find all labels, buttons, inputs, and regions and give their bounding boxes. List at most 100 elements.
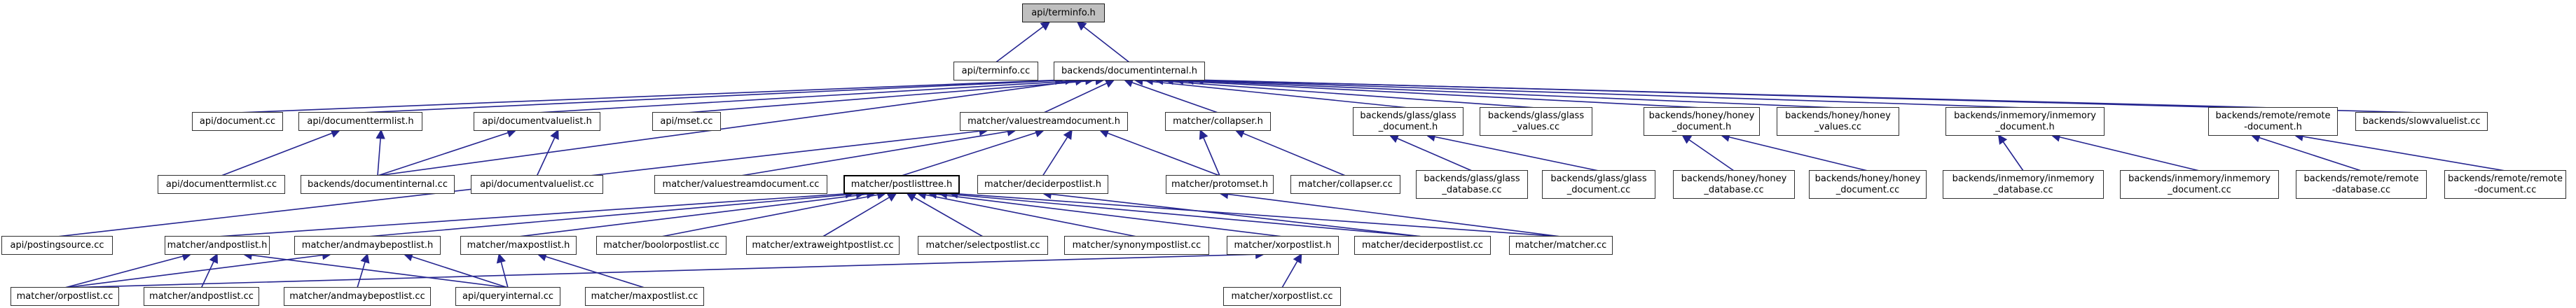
edge-mset-cc-to-documentinternal-h xyxy=(686,76,1106,113)
edge-remote-document-cc-to-remote-document-h xyxy=(2293,132,2506,172)
edge-collapser-cc-to-collapser-h xyxy=(1234,129,1346,176)
graph-node-remote-document-h[interactable]: backends/remote/remote -document.h xyxy=(2208,107,2338,136)
edge-inmemory-document-cc-to-inmemory-document-h xyxy=(2051,132,2200,172)
edge-glass-database-cc-to-glass-document-h xyxy=(1389,134,1473,172)
edge-xorpostlist-cc-to-xorpostlist-h xyxy=(1281,253,1302,288)
edge-inmemory-document-h-to-documentinternal-h xyxy=(1173,75,2025,108)
graph-node-protomset-h[interactable]: matcher/protomset.h xyxy=(1166,175,1274,194)
graph-node-documenttermlist-cc[interactable]: api/documenttermlist.cc xyxy=(158,175,285,194)
graph-node-matcher-cc[interactable]: matcher/matcher.cc xyxy=(1509,236,1613,255)
graph-node-deciderpostlist-cc[interactable]: matcher/deciderpostlist.cc xyxy=(1354,236,1491,255)
edge-deciderpostlist-h-to-valuestreamdocument-h xyxy=(1042,129,1073,176)
edge-orpostlist-cc-to-xorpostlist-h xyxy=(64,249,1265,288)
graph-node-andmaybepostlist-cc[interactable]: matcher/andmaybepostlist.cc xyxy=(284,287,431,306)
graph-node-orpostlist-cc[interactable]: matcher/orpostlist.cc xyxy=(11,287,119,306)
edge-documentinternal-cc-to-documentinternal-h xyxy=(377,76,1085,176)
graph-node-mset-cc[interactable]: api/mset.cc xyxy=(652,112,721,131)
graph-node-documentvaluelist-cc[interactable]: api/documentvaluelist.cc xyxy=(471,175,603,194)
edge-terminfo-cc-to-terminfo-h xyxy=(996,21,1051,63)
graph-node-maxpostlist-h[interactable]: matcher/maxpostlist.h xyxy=(460,236,577,255)
graph-node-glass-values-cc[interactable]: backends/glass/glass _values.cc xyxy=(1480,107,1592,136)
graph-node-glass-document-h[interactable]: backends/glass/glass _document.h xyxy=(1353,107,1463,136)
edge-selectpostlist-cc-to-postlisttree-h xyxy=(906,192,984,237)
graph-node-xorpostlist-cc[interactable]: matcher/xorpostlist.cc xyxy=(1223,287,1341,306)
edge-documentinternal-h-to-terminfo-h xyxy=(1076,21,1130,63)
edge-matcher-cc-to-protomset-h xyxy=(1218,189,1562,237)
edge-protomset-h-to-collapser-h xyxy=(1199,129,1220,176)
graph-node-documenttermlist-h[interactable]: api/documenttermlist.h xyxy=(298,112,422,131)
edge-collapser-h-to-documentinternal-h xyxy=(1123,78,1218,113)
edge-honey-document-cc-to-honey-document-h xyxy=(1720,132,1868,172)
edge-andpostlist-h-to-postlisttree-h xyxy=(216,189,855,237)
edge-extraweightpostlist-cc-to-postlisttree-h xyxy=(822,192,897,237)
graph-node-inmemory-document-cc[interactable]: backends/inmemory/inmemory _document.cc xyxy=(2120,170,2279,199)
graph-node-deciderpostlist-h[interactable]: matcher/deciderpostlist.h xyxy=(977,175,1108,194)
edge-queryinternal-cc-to-maxpostlist-h xyxy=(496,253,509,288)
graph-node-remote-database-cc[interactable]: backends/remote/remote -database.cc xyxy=(2296,170,2427,199)
edge-documentvaluelist-cc-to-documentvaluelist-h xyxy=(536,129,559,176)
graph-node-slowvaluelist-cc[interactable]: backends/slowvaluelist.cc xyxy=(2355,112,2488,131)
graph-node-glass-database-cc[interactable]: backends/glass/glass _database.cc xyxy=(1416,170,1528,199)
edge-orpostlist-cc-to-andmaybepostlist-h xyxy=(64,250,332,288)
graph-node-selectpostlist-cc[interactable]: matcher/selectpostlist.cc xyxy=(918,236,1048,255)
edge-documentinternal-cc-to-documenttermlist-h xyxy=(376,129,385,176)
graph-node-inmemory-database-cc[interactable]: backends/inmemory/inmemory _database.cc xyxy=(1943,170,2104,199)
graph-node-postingsource-cc[interactable]: api/postingsource.cc xyxy=(1,236,113,255)
graph-node-queryinternal-cc[interactable]: api/queryinternal.cc xyxy=(455,287,560,306)
edge-inmemory-database-cc-to-inmemory-document-h xyxy=(1997,134,2024,172)
graph-node-andpostlist-h[interactable]: matcher/andpostlist.h xyxy=(165,236,270,255)
graph-node-documentinternal-cc[interactable]: backends/documentinternal.cc xyxy=(301,175,455,194)
graph-node-terminfo-h: api/terminfo.h xyxy=(1022,4,1105,22)
edge-andpostlist-cc-to-andpostlist-h xyxy=(200,253,218,288)
graph-node-maxpostlist-cc[interactable]: matcher/maxpostlist.cc xyxy=(585,287,704,306)
graph-node-valuestreamdocument-cc[interactable]: matcher/valuestreamdocument.cc xyxy=(654,175,827,194)
edge-honey-database-cc-to-honey-document-h xyxy=(1681,134,1735,172)
edge-deciderpostlist-cc-to-deciderpostlist-h xyxy=(1042,189,1423,237)
edge-remote-database-cc-to-remote-document-h xyxy=(2250,133,2362,172)
graph-node-documentinternal-h[interactable]: backends/documentinternal.h xyxy=(1054,62,1205,80)
edge-orpostlist-cc-to-andpostlist-h xyxy=(64,251,192,288)
edge-synonympostlist-cc-to-postlisttree-h xyxy=(916,190,1137,237)
graph-node-honey-document-h[interactable]: backends/honey/honey _document.h xyxy=(1644,107,1760,136)
edge-andmaybepostlist-h-to-postlisttree-h xyxy=(367,189,866,237)
edge-documenttermlist-h-to-documentinternal-h xyxy=(360,75,1075,113)
edge-documentinternal-cc-to-documentvaluelist-h xyxy=(377,128,517,176)
graph-node-document-cc[interactable]: api/document.cc xyxy=(192,112,283,131)
edge-documentvaluelist-h-to-documentinternal-h xyxy=(537,75,1095,113)
graph-node-honey-document-cc[interactable]: backends/honey/honey _document.cc xyxy=(1809,170,1927,199)
edge-document-cc-to-documentinternal-h xyxy=(237,75,1065,113)
graph-node-andpostlist-cc[interactable]: matcher/andpostlist.cc xyxy=(144,287,259,306)
graph-node-collapser-h[interactable]: matcher/collapser.h xyxy=(1165,112,1271,131)
edge-maxpostlist-h-to-postlisttree-h xyxy=(518,189,876,237)
graph-node-synonympostlist-cc[interactable]: matcher/synonympostlist.cc xyxy=(1064,236,1209,255)
graph-node-honey-database-cc[interactable]: backends/honey/honey _database.cc xyxy=(1673,170,1795,199)
graph-node-andmaybepostlist-h[interactable]: matcher/andmaybepostlist.h xyxy=(294,236,441,255)
graph-node-glass-document-cc[interactable]: backends/glass/glass _document.cc xyxy=(1542,170,1655,199)
graph-node-remote-document-cc[interactable]: backends/remote/remote -document.cc xyxy=(2444,170,2566,199)
edge-postlisttree-h-to-valuestreamdocument-h xyxy=(901,128,1045,176)
graph-node-extraweightpostlist-cc[interactable]: matcher/extraweightpostlist.cc xyxy=(746,236,900,255)
edge-valuestreamdocument-h-to-documentinternal-h xyxy=(1043,79,1115,113)
graph-node-inmemory-document-h[interactable]: backends/inmemory/inmemory _document.h xyxy=(1945,107,2105,136)
graph-node-honey-values-cc[interactable]: backends/honey/honey _values.cc xyxy=(1777,107,1899,136)
edge-matcher-cc-to-postlisttree-h xyxy=(948,189,1562,237)
graph-node-xorpostlist-h[interactable]: matcher/xorpostlist.h xyxy=(1227,236,1339,255)
graph-node-terminfo-cc[interactable]: api/terminfo.cc xyxy=(953,62,1038,80)
edge-maxpostlist-cc-to-maxpostlist-h xyxy=(537,252,645,288)
edge-andmaybepostlist-cc-to-andmaybepostlist-h xyxy=(357,253,370,288)
edge-queryinternal-cc-to-andpostlist-h xyxy=(242,250,509,288)
edge-glass-document-cc-to-glass-document-h xyxy=(1426,132,1599,172)
graph-node-postlisttree-h[interactable]: matcher/postlisttree.h xyxy=(843,175,960,194)
edge-queryinternal-cc-to-andmaybepostlist-h xyxy=(403,252,509,288)
graph-node-collapser-cc[interactable]: matcher/collapser.cc xyxy=(1290,175,1400,194)
graph-node-valuestreamdocument-h[interactable]: matcher/valuestreamdocument.h xyxy=(960,112,1128,131)
edge-honey-document-h-to-documentinternal-h xyxy=(1153,75,1702,108)
edge-boolorpostlist-cc-to-postlisttree-h xyxy=(661,190,887,237)
graph-node-boolorpostlist-cc[interactable]: matcher/boolorpostlist.cc xyxy=(596,236,726,255)
graph-node-documentvaluelist-h[interactable]: api/documentvaluelist.h xyxy=(474,112,600,131)
edge-honey-values-cc-to-documentinternal-h xyxy=(1164,75,1838,108)
edge-documenttermlist-cc-to-documenttermlist-h xyxy=(221,129,341,176)
edge-protomset-h-to-valuestreamdocument-h xyxy=(1098,128,1220,176)
